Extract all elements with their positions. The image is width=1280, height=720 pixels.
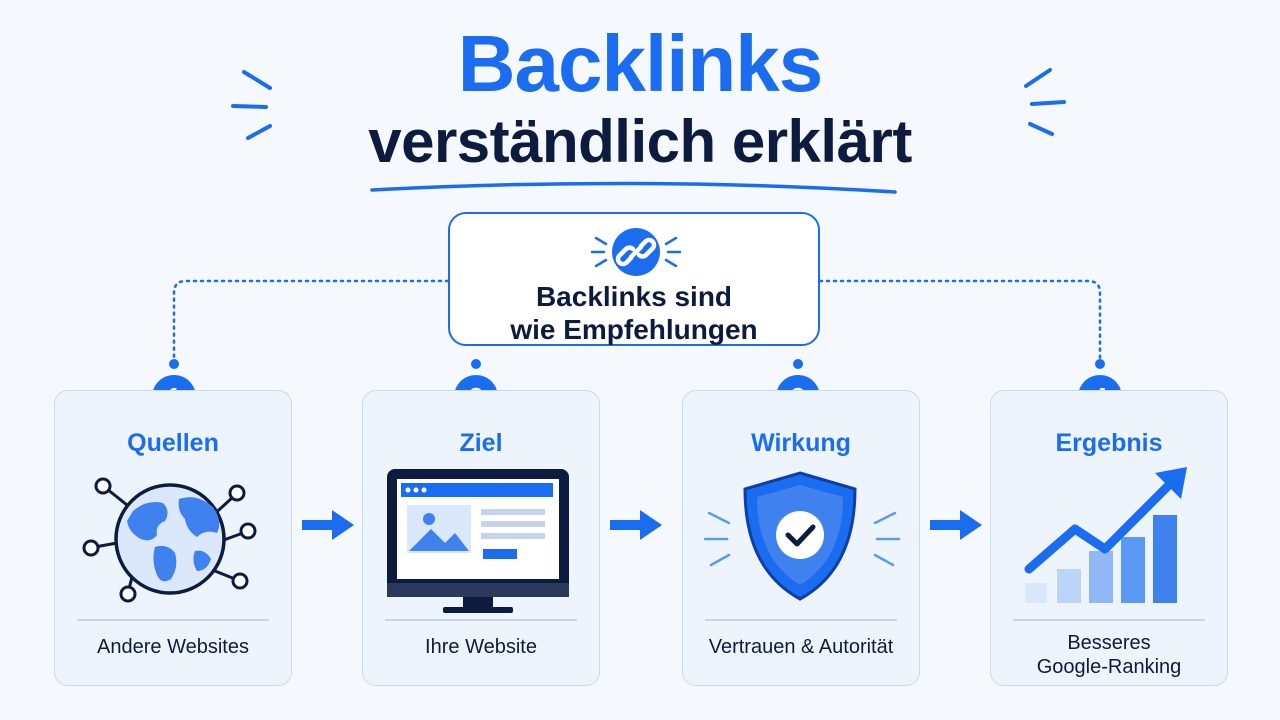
step-card-wirkung: Wirkung Vertrauen & Autorität bbox=[682, 390, 920, 686]
step-title: Ergebnis bbox=[1055, 429, 1163, 457]
card-divider bbox=[77, 619, 269, 621]
card-divider bbox=[385, 619, 577, 621]
card-divider bbox=[705, 619, 897, 621]
step-caption-line: Vertrauen & Autorität bbox=[708, 636, 894, 658]
step-caption: Vertrauen & Autorität bbox=[683, 635, 919, 659]
step-title: Ziel bbox=[459, 429, 503, 457]
step-caption-line-2: Google-Ranking bbox=[1036, 656, 1182, 678]
step-caption: Ihre Website bbox=[363, 635, 599, 659]
step-title: Quellen bbox=[127, 429, 219, 457]
arrow-right-icon bbox=[610, 510, 662, 540]
arrow-right-icon bbox=[302, 510, 354, 540]
step-caption-line: Ihre Website bbox=[425, 636, 537, 658]
growth-chart-icon bbox=[1024, 467, 1187, 603]
callout-line-1: Backlinks sind bbox=[535, 281, 733, 312]
step-card-ergebnis: Ergebnis Besseres Google-Ranking bbox=[990, 390, 1228, 686]
monitor-website-icon bbox=[387, 469, 569, 613]
globe-network-icon bbox=[82, 477, 257, 603]
connector-dot-4 bbox=[1095, 359, 1105, 369]
step-caption: Andere Websites bbox=[55, 635, 291, 659]
callout-text: Backlinks sind wie Empfehlungen bbox=[450, 280, 818, 346]
step-card-ziel: Ziel Ihre Website bbox=[362, 390, 600, 686]
connector-dot-1 bbox=[169, 359, 179, 369]
step-caption-line: Andere Websites bbox=[97, 636, 249, 658]
shield-check-icon bbox=[703, 471, 901, 601]
step-caption: Besseres Google-Ranking bbox=[991, 631, 1227, 679]
link-icon bbox=[590, 228, 682, 276]
card-divider bbox=[1013, 619, 1205, 621]
page-subtitle: verständlich erklärt bbox=[368, 108, 912, 175]
page-title: Backlinks bbox=[457, 19, 824, 108]
callout-box: Backlinks sind wie Empfehlungen bbox=[448, 212, 820, 346]
step-card-quellen: Quellen Andere Websites bbox=[54, 390, 292, 686]
callout-line-2: wie Empfehlungen bbox=[510, 314, 758, 345]
step-caption-line-1: Besseres bbox=[1067, 632, 1151, 654]
step-title: Wirkung bbox=[751, 429, 851, 457]
connector-dot-2 bbox=[471, 359, 481, 369]
connector-dot-3 bbox=[793, 359, 803, 369]
arrow-right-icon bbox=[930, 510, 982, 540]
